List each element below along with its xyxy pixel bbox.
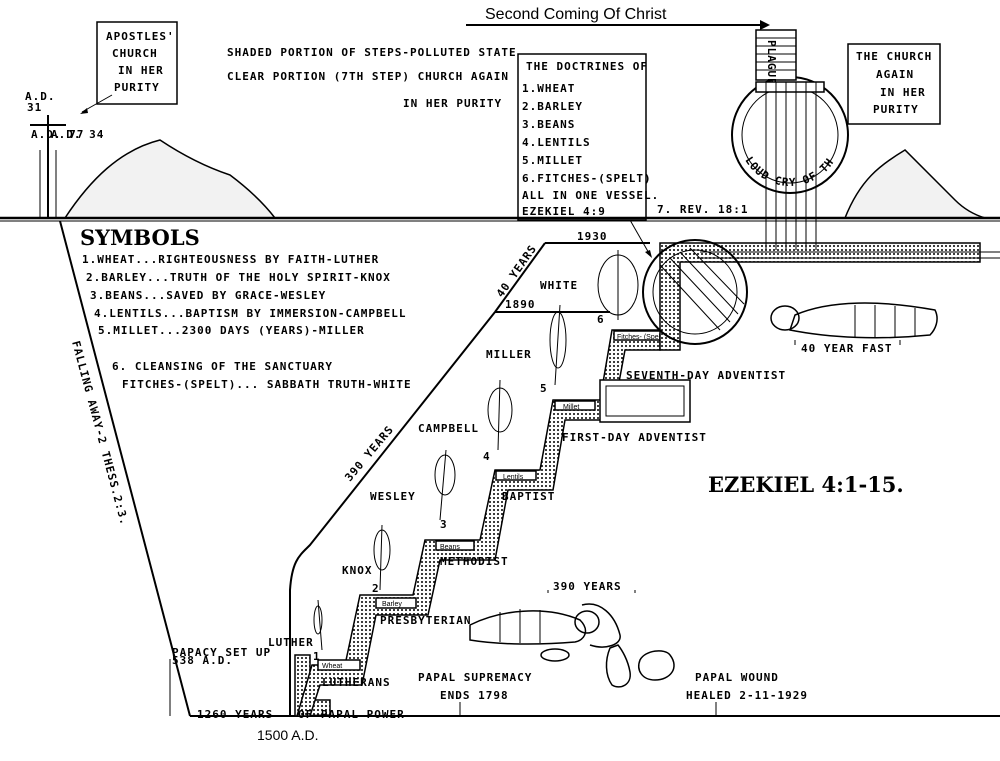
stairs: Wheat Barley Beans Lentils Millet Fitche… [294, 242, 1000, 717]
svg-text:PURITY: PURITY [873, 103, 919, 116]
svg-text:WHITE: WHITE [540, 279, 578, 292]
svg-text:5.MILLET...2300 DAYS (YEARS)-M: 5.MILLET...2300 DAYS (YEARS)-MILLER [98, 324, 365, 337]
plant-wheat [313, 599, 323, 651]
svg-text:IN HER: IN HER [118, 64, 164, 77]
step-num-4: 4 [483, 450, 491, 463]
ad-1500-label: 1500 A.D. [257, 727, 319, 743]
church-baptist: BAPTIST [502, 490, 555, 503]
svg-text:390 YEARS: 390 YEARS [342, 423, 396, 484]
slope-390-years: 390 YEARS 1890 [289, 298, 610, 716]
ends-1798-label: ENDS 1798 [440, 689, 509, 702]
ezekiel-reference: EZEKIEL 4:1-15. [708, 472, 904, 497]
step-num-3: 3 [440, 518, 448, 531]
svg-text:31: 31 [27, 101, 42, 114]
svg-text:4.LENTILS...BAPTISM BY IMMERSI: 4.LENTILS...BAPTISM BY IMMERSION-CAMPBEL… [94, 307, 407, 320]
church-lutherans: LUTHERANS [322, 676, 391, 689]
reformer-wesley: WESLEY [370, 490, 416, 503]
svg-text:1.WHEAT: 1.WHEAT [522, 82, 575, 95]
svg-text:SYMBOLS: SYMBOLS [80, 225, 200, 250]
church-seventh-day: SEVENTH-DAY ADVENTIST [626, 369, 786, 382]
svg-text:FITCHES-(SPELT)... SABBATH TRU: FITCHES-(SPELT)... SABBATH TRUTH-WHITE [122, 378, 412, 391]
reformer-miller: MILLER [486, 348, 532, 361]
second-coming-arrow: Second Coming Of Christ [466, 6, 770, 30]
seventh-day-circle [642, 239, 748, 345]
svg-text:AGAIN: AGAIN [876, 68, 914, 81]
step-7-rev: 7. REV. 18:1 [657, 203, 748, 216]
plant-lentils [487, 379, 513, 451]
svg-text:PAPACY SET UP: PAPACY SET UP [172, 646, 271, 659]
legend-line-1: SHADED PORTION OF STEPS-POLLUTED STATE [227, 46, 517, 59]
svg-text:1890: 1890 [505, 298, 536, 311]
svg-text:IN HER: IN HER [880, 86, 926, 99]
legend-line-2: CLEAR PORTION (7TH STEP) CHURCH AGAIN [227, 70, 509, 83]
step-num-1: 1 [313, 650, 321, 663]
papal-supremacy-label: PAPAL SUPREMACY [418, 671, 532, 684]
svg-text:40 YEARS: 40 YEARS [494, 242, 540, 299]
church-first-day: FIRST-DAY ADVENTIST [562, 431, 707, 444]
svg-text:1.WHEAT...RIGHTEOUSNESS BY FAI: 1.WHEAT...RIGHTEOUSNESS BY FAITH-LUTHER [82, 253, 379, 266]
svg-text:3.BEANS: 3.BEANS [522, 118, 575, 131]
reclining-figure-right: 40 YEAR FAST [770, 302, 938, 355]
svg-text:ALL IN ONE VESSEL.: ALL IN ONE VESSEL. [522, 189, 659, 202]
svg-text:PLAGUES: PLAGUES [765, 40, 778, 93]
svg-text:Millet: Millet [563, 404, 579, 411]
svg-text:6.FITCHES-(SPELT): 6.FITCHES-(SPELT) [522, 172, 652, 185]
svg-text:4.LENTILS: 4.LENTILS [522, 136, 591, 149]
years-1260-label: 1260 YEARS [197, 708, 273, 721]
legend-line-3: IN HER PURITY [403, 97, 502, 110]
papacy-setup: PAPACY SET UP 538 A.D. [169, 646, 271, 716]
step-num-2: 2 [372, 582, 380, 595]
mountain-right [843, 149, 986, 219]
svg-text:A.D.: A.D. [25, 90, 56, 103]
svg-text:Beans: Beans [440, 544, 460, 551]
church-again-box: THE CHURCH AGAIN IN HER PURITY [847, 43, 941, 125]
svg-text:538 A.D.: 538 A.D. [172, 654, 233, 667]
svg-text:Fitches- (Spelt): Fitches- (Spelt) [617, 334, 664, 341]
mountain-left [63, 139, 277, 219]
step-num-6: 6 [597, 313, 605, 326]
years-390-bottom-label: 390 YEARS [553, 580, 622, 593]
plant-barley [373, 524, 391, 591]
svg-text:APOSTLES': APOSTLES' [106, 30, 175, 43]
of-papal-power-label: OF PAPAL POWER [298, 708, 405, 721]
healed-label: HEALED 2-11-1929 [686, 689, 808, 702]
svg-text:3.BEANS...SAVED BY GRACE-WESLE: 3.BEANS...SAVED BY GRACE-WESLEY [90, 289, 326, 302]
svg-text:PURITY: PURITY [114, 81, 160, 94]
svg-text:THE CHURCH: THE CHURCH [856, 50, 932, 63]
reformer-campbell: CAMPBELL [418, 422, 479, 435]
svg-text:2.BARLEY...TRUTH OF THE HOLY S: 2.BARLEY...TRUTH OF THE HOLY SPIRIT-KNOX [86, 271, 391, 284]
plant-millet [549, 304, 567, 386]
svg-text:THE DOCTRINES OF: THE DOCTRINES OF [526, 60, 648, 73]
reformer-knox: KNOX [342, 564, 373, 577]
symbols-list: SYMBOLS 1.WHEAT...RIGHTEOUSNESS BY FAITH… [80, 225, 412, 391]
plant-fitches [597, 250, 639, 320]
reclining-figure-left: 390 YEARS [469, 580, 636, 662]
plant-beans [434, 449, 456, 521]
svg-text:Lentils: Lentils [503, 474, 524, 481]
svg-text:5.MILLET: 5.MILLET [522, 154, 583, 167]
church-presbyterian: PRESBYTERIAN [380, 614, 471, 627]
second-coming-label: Second Coming Of Christ [485, 6, 667, 23]
reformer-luther: LUTHER [268, 636, 314, 649]
fast-40-label: 40 YEAR FAST [801, 342, 892, 355]
svg-text:Wheat: Wheat [322, 663, 342, 670]
svg-text:2.BARLEY: 2.BARLEY [522, 100, 583, 113]
church-methodist: METHODIST [440, 555, 509, 568]
svg-text:EZEKIEL 4:9: EZEKIEL 4:9 [522, 205, 606, 218]
pot-and-vessel [605, 644, 675, 688]
doctrines-box: THE DOCTRINES OF 1.WHEAT 2.BARLEY 3.BEAN… [517, 53, 659, 258]
svg-text:A.D. 77: A.D. 77 [31, 128, 84, 141]
apostles-box: APOSTLES' CHURCH IN HER PURITY [80, 21, 178, 114]
svg-text:CHURCH: CHURCH [112, 47, 158, 60]
svg-text:A.D. 34: A.D. 34 [51, 128, 104, 141]
svg-text:Barley: Barley [382, 601, 402, 608]
svg-text:6. CLEANSING OF THE SANCTUARY: 6. CLEANSING OF THE SANCTUARY [112, 360, 333, 373]
step-num-5: 5 [540, 382, 548, 395]
svg-text:1930: 1930 [577, 230, 608, 243]
papal-wound-label: PAPAL WOUND [695, 671, 779, 684]
cross-ad-31: A.D. 31 A.D. 77 A.D. 34 [25, 90, 104, 218]
